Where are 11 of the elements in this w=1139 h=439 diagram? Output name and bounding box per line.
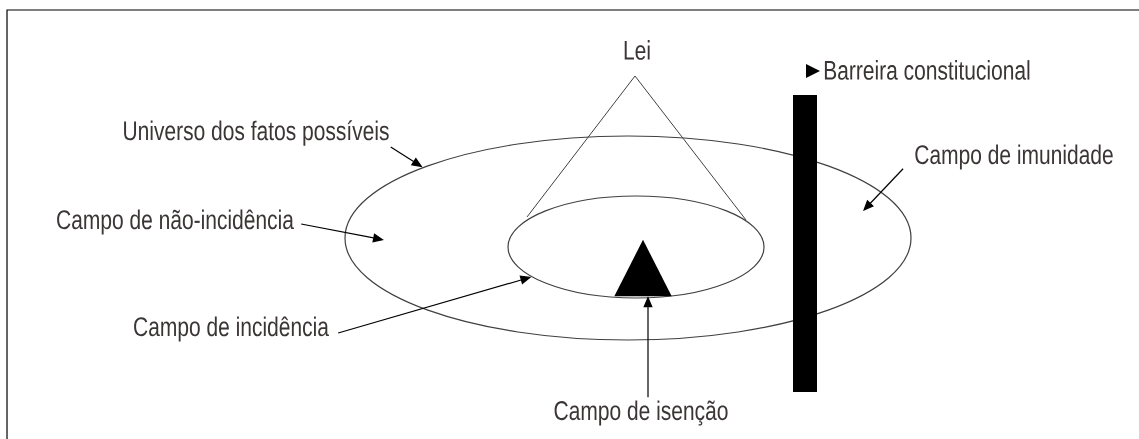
cone-label: Lei <box>624 40 650 60</box>
barrier-label: Barreira constitucional <box>824 60 1030 80</box>
text-label: Campo de não-incidência <box>57 209 294 235</box>
text-label: Universo dos fatos possíveis <box>124 120 389 146</box>
solid-triangle <box>614 239 672 297</box>
inner-ellipse <box>507 195 765 299</box>
text-label: Campo de isenção <box>554 400 728 426</box>
leader-arrow <box>300 223 384 243</box>
leader-arrow <box>863 168 904 211</box>
text-label: Campo de incidência <box>134 316 329 342</box>
text-label: Campo de imunidade <box>915 144 1113 170</box>
